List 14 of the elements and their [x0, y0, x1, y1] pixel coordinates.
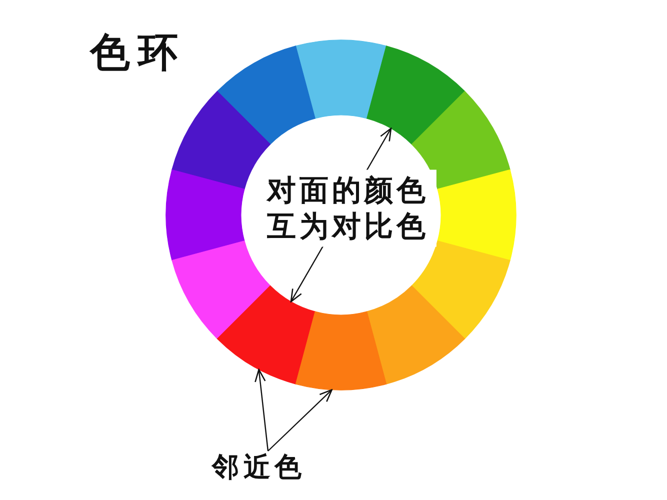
color-segment — [437, 169, 516, 261]
color-segment — [295, 40, 387, 119]
color-segment — [166, 169, 245, 261]
annotation-text: 邻近色 — [212, 451, 306, 485]
leader-arrow — [254, 368, 269, 452]
color-segment — [216, 46, 316, 145]
color-segment — [366, 285, 466, 384]
color-segment — [172, 240, 271, 340]
color-segment — [295, 311, 387, 390]
color-segment — [366, 46, 466, 145]
color-segment — [411, 240, 510, 340]
diagram-title: 色环 — [90, 29, 186, 78]
color-segment — [216, 285, 316, 384]
leader-arrow — [268, 389, 332, 452]
